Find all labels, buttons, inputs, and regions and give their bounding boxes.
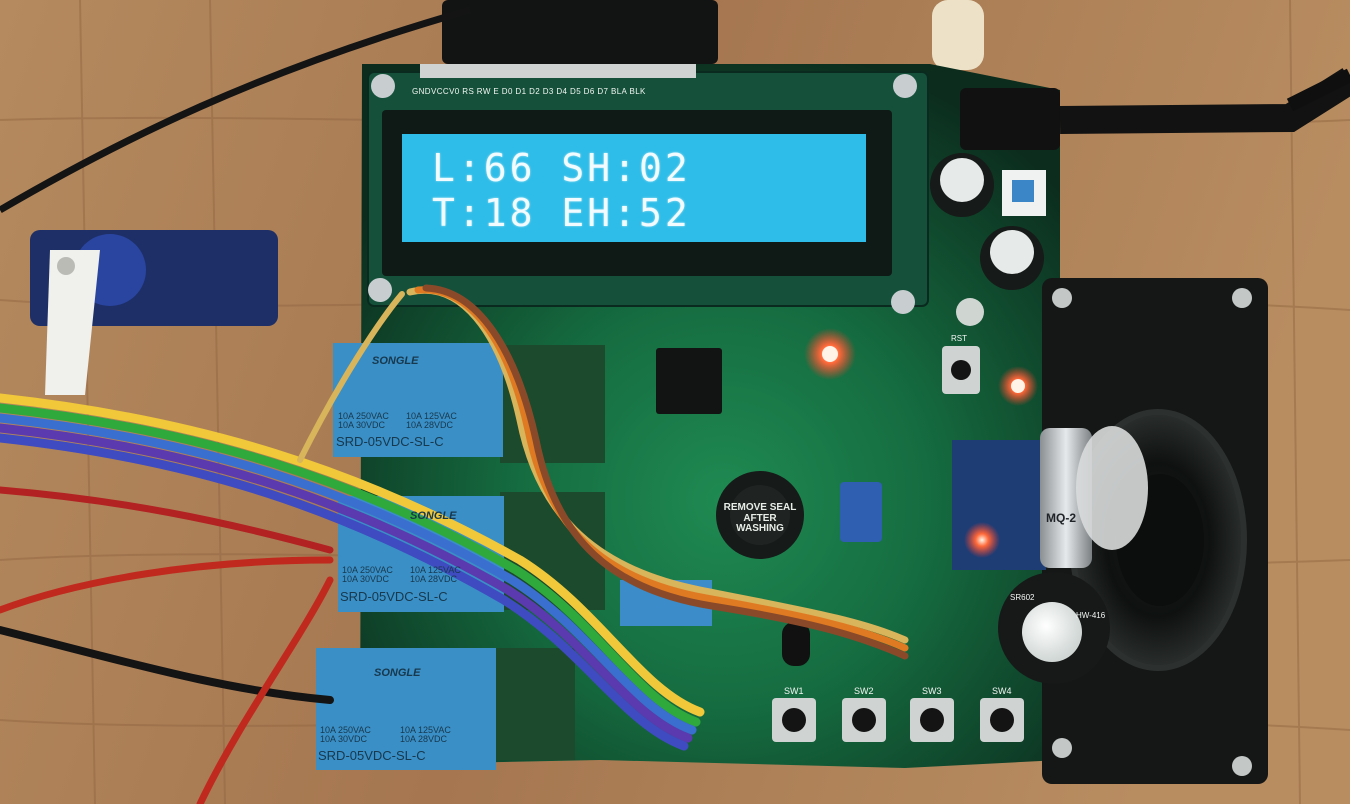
relay-3-rating-right: 10A 125VAC 10A 28VDC (400, 725, 451, 745)
jumper-wires (297, 284, 909, 660)
potentiometer (840, 482, 882, 542)
lcd-backlight (402, 134, 866, 242)
power-wires (0, 486, 334, 804)
relay-3-brand: SONGLE (374, 667, 421, 679)
button-label-sw1: SW1 (784, 686, 804, 696)
lcd-line-2: T:18 EH:52 (432, 191, 691, 235)
relay-1-brand: SONGLE (372, 355, 419, 367)
relay-3-model: SRD-05VDC-SL-C (318, 748, 426, 763)
button-label-sw2: SW2 (854, 686, 874, 696)
ic-chip (656, 348, 722, 414)
relay-module-3 (316, 648, 575, 770)
lcd-pin-labels: GNDVCCV0 RS RW E D0 D1 D2 D3 D4 D5 D6 D7… (412, 87, 646, 96)
push-buttons (772, 346, 1024, 742)
button-label-sw4: SW4 (992, 686, 1012, 696)
relay-2-rating-left: 10A 250VAC 10A 30VDC (342, 565, 393, 585)
electrolytic-capacitors (930, 153, 1044, 326)
lcd-line-1: L:66 SH:02 (432, 146, 691, 190)
pir-sensor-label: SR602 (1010, 593, 1035, 602)
rst-label: RST (951, 334, 967, 343)
relay-2-model: SRD-05VDC-SL-C (340, 589, 448, 604)
phototransistor (782, 622, 810, 666)
relay-1-body (333, 343, 503, 457)
relay-1-rating-right: 10A 125VAC 10A 28VDC (406, 411, 457, 431)
relay-2-brand: SONGLE (410, 510, 457, 522)
buzzer-label: REMOVE SEAL AFTER WASHING (723, 502, 797, 534)
pir-model-label: HW-416 (1076, 611, 1106, 620)
black-cable (0, 6, 471, 214)
relay-2-rating-right: 10A 125VAC 10A 28VDC (410, 565, 461, 585)
cooling-fan (442, 0, 718, 64)
ribbon-cable (0, 393, 705, 751)
button-label-sw3: SW3 (922, 686, 942, 696)
relay-3-rating-left: 10A 250VAC 10A 30VDC (320, 725, 371, 745)
mq2-gas-sensor (952, 426, 1148, 570)
red-led-3 (964, 522, 1000, 558)
servo-motor (30, 230, 278, 395)
relay-1-rating-left: 10A 250VAC 10A 30VDC (338, 411, 389, 431)
relay-3-body (316, 648, 496, 770)
lcd-module (367, 64, 929, 314)
pir-sensor (998, 572, 1110, 684)
gas-sensor-label: MQ-2 (1046, 511, 1076, 525)
relay-1-model: SRD-05VDC-SL-C (336, 434, 444, 449)
plastic-cap (932, 0, 984, 70)
dc-power-jack (960, 68, 1350, 150)
